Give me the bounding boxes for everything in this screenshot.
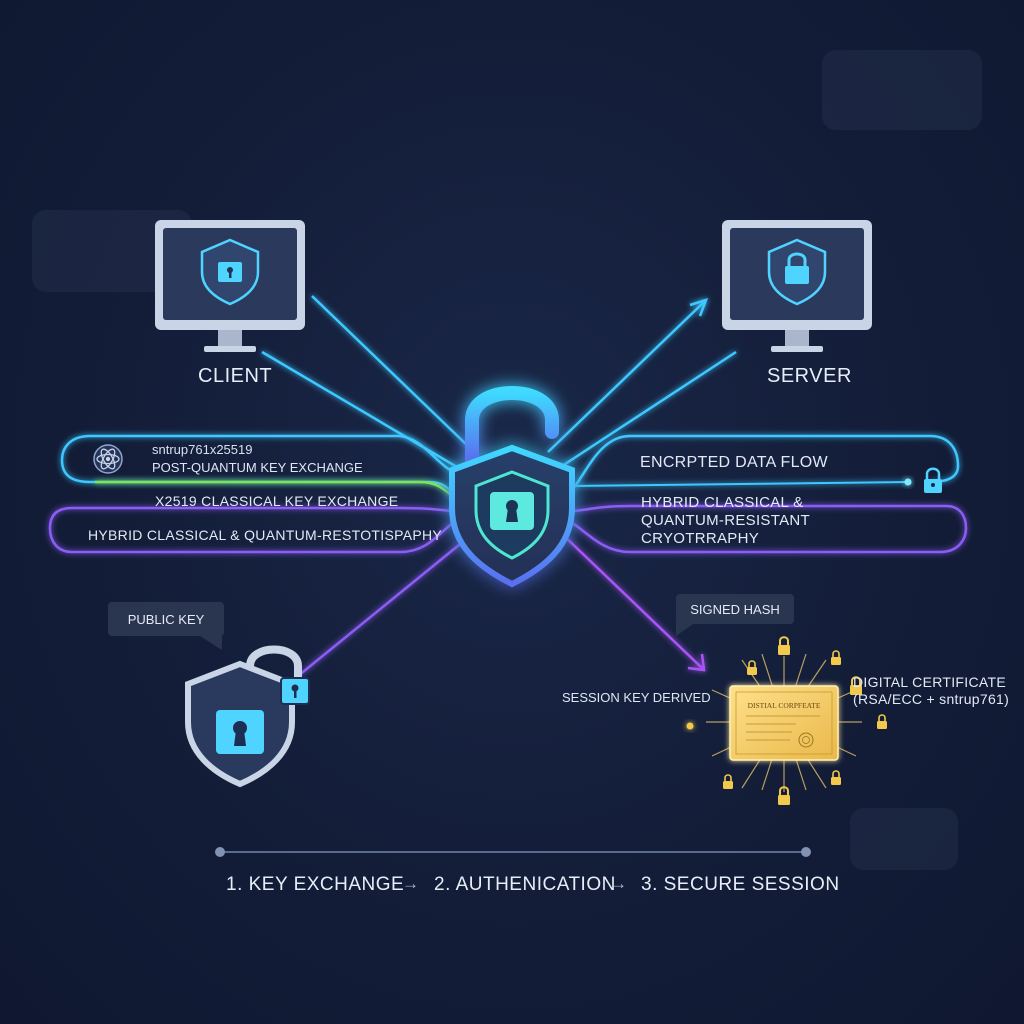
public-key-shield-icon: [185, 645, 310, 788]
right-hybrid-line3: CRYOTRRAPHY: [641, 530, 760, 547]
certificate-card-icon: [729, 685, 839, 761]
atom-icon: [93, 444, 123, 474]
timeline-arrow-1: →: [402, 874, 420, 893]
timeline-track: [215, 847, 811, 857]
session-key-line: [300, 722, 694, 730]
certificate-card-title: DISTIAL CORPFEATE: [748, 701, 821, 710]
hub-to-certificate-line: [559, 531, 706, 672]
flow-padlock-icon: [924, 467, 942, 493]
timeline-step-1: 1. KEY EXCHANGE: [226, 874, 405, 895]
classical-key-exchange-label: X2519 CLASSICAL KEY EXCHANGE: [155, 493, 399, 509]
flow-endpoint-dot: [904, 478, 912, 486]
session-key-label: SESSION KEY DERIVED: [562, 690, 711, 705]
right-hybrid-line1: HYBRID CLASSICAL &: [641, 494, 804, 511]
decorative-panel-bottom-right: [850, 808, 958, 870]
server-label: SERVER: [767, 365, 852, 387]
public-key-callout-tail: [200, 636, 222, 650]
right-hybrid-line2: QUANTUM-RESISTANT: [641, 512, 810, 529]
signed-hash-callout-tail: [676, 622, 696, 636]
right-band-cyan: [555, 434, 960, 502]
left-band-cyan: [60, 434, 471, 508]
certificate-label-line1: DIGITAL CERTIFICATE: [853, 674, 1006, 690]
signed-hash-callout: SIGNED HASH: [676, 594, 794, 624]
hub-to-server-line: [547, 298, 737, 472]
left-band-purple: [48, 506, 463, 554]
server-monitor-icon: [722, 220, 872, 352]
client-monitor-icon: [155, 220, 305, 352]
public-key-callout: PUBLIC KEY: [108, 602, 224, 636]
decorative-panel-top-right: [822, 50, 982, 130]
timeline-step-2: 2. AUTHENICATION: [434, 874, 616, 895]
encrypted-flow-label: ENCRPTED DATA FLOW: [640, 454, 828, 471]
left-hybrid-label: HYBRID CLASSICAL & QUANTUM-RESTOTISPAPHY: [88, 527, 443, 543]
timeline-arrow-2: →: [610, 874, 628, 893]
certificate-label-line2: (RSA/ECC + sntrup761): [853, 691, 1010, 707]
pq-key-exchange-label: POST-QUANTUM KEY EXCHANGE: [152, 460, 363, 475]
right-band-purple: [555, 504, 968, 554]
hub-to-publickey-line: [297, 535, 471, 677]
gold-padlock-icons: [723, 636, 887, 805]
central-shield-padlock-icon: [449, 386, 575, 588]
algo-name: sntrup761x25519: [152, 442, 253, 457]
client-label: CLIENT: [198, 365, 273, 387]
timeline-step-3: 3. SECURE SESSION: [641, 874, 840, 895]
